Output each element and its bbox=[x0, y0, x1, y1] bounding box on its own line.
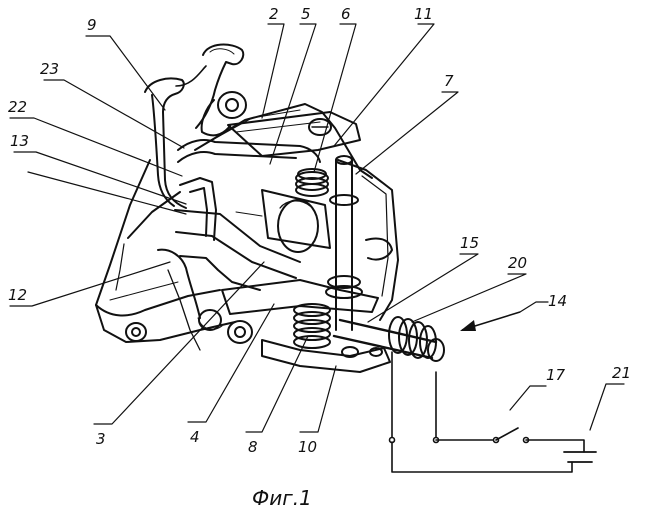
mechanism-drawing bbox=[96, 45, 444, 372]
label-10: 10 bbox=[298, 438, 317, 456]
label-7: 7 bbox=[444, 72, 454, 90]
label-20: 20 bbox=[508, 254, 527, 272]
label-3: 3 bbox=[96, 430, 106, 448]
label-21: 21 bbox=[612, 364, 631, 382]
label-11: 11 bbox=[414, 5, 433, 23]
label-22: 22 bbox=[8, 98, 27, 116]
figure-caption: Фиг.1 bbox=[252, 486, 312, 510]
label-8: 8 bbox=[248, 438, 258, 456]
switch-blade bbox=[496, 428, 518, 440]
label-13: 13 bbox=[10, 132, 29, 150]
label-5: 5 bbox=[301, 5, 311, 23]
label-9: 9 bbox=[87, 16, 97, 34]
label-2: 2 bbox=[269, 5, 279, 23]
force-arrow bbox=[460, 312, 520, 331]
label-14: 14 bbox=[548, 292, 567, 310]
label-23: 23 bbox=[40, 60, 59, 78]
label-4: 4 bbox=[190, 428, 200, 446]
part-labels: 9 2 5 6 11 7 23 22 13 12 15 20 14 17 21 … bbox=[8, 5, 631, 456]
label-17: 17 bbox=[546, 366, 566, 384]
label-12: 12 bbox=[8, 286, 27, 304]
label-6: 6 bbox=[341, 5, 351, 23]
label-15: 15 bbox=[460, 234, 479, 252]
